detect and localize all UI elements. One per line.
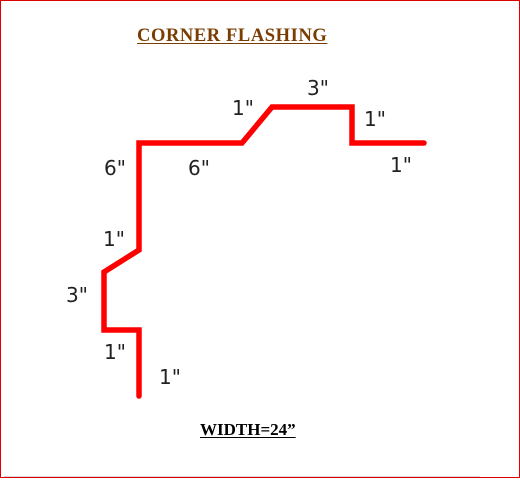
dimension-left-6in: 6"	[104, 156, 126, 180]
dimension-top-3in: 3"	[307, 76, 329, 100]
dimension-lower-1in: 1"	[104, 340, 126, 364]
diagram-title: CORNER FLASHING	[137, 26, 328, 46]
dimension-upper-1in-right: 1"	[364, 107, 386, 131]
width-label: WIDTH=24”	[200, 420, 296, 439]
dimension-mid-1in: 1"	[103, 227, 125, 251]
dimension-middle-6in: 6"	[188, 156, 210, 180]
bottom-rule	[4, 476, 480, 477]
dimension-left-3in: 3"	[66, 283, 88, 307]
dimension-right-1in: 1"	[390, 153, 412, 177]
dimension-bottom-1in: 1"	[159, 365, 181, 389]
flashing-profile-line	[101, 104, 427, 399]
dimension-upper-1in-left: 1"	[232, 96, 254, 120]
